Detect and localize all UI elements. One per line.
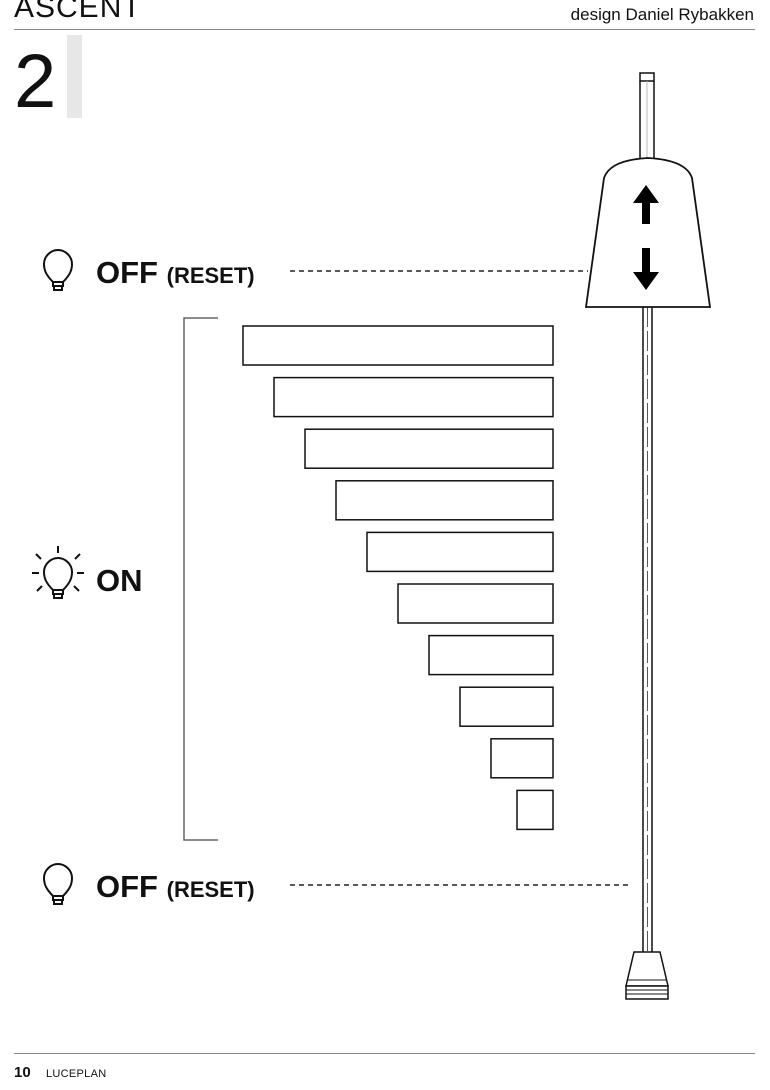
dimming-level-bar bbox=[428, 634, 554, 676]
dimming-level-bar bbox=[516, 789, 554, 831]
dimming-level-bar bbox=[242, 325, 554, 366]
lamp-pole bbox=[639, 72, 655, 952]
dimming-level-bar bbox=[304, 428, 554, 469]
lamp-base bbox=[625, 951, 669, 1000]
step-number: 2 bbox=[14, 39, 57, 124]
brand-name: LUCEPLAN bbox=[46, 1068, 107, 1080]
dimming-level-bar bbox=[397, 583, 554, 624]
dimming-level-bar bbox=[490, 738, 554, 779]
step-accent-bar bbox=[67, 35, 82, 118]
footer-divider bbox=[14, 1053, 755, 1054]
page-number: 10 bbox=[14, 1064, 31, 1081]
designer-credit: design Daniel Rybakken bbox=[570, 5, 754, 24]
on-range-bracket bbox=[183, 317, 218, 841]
product-title: ASCENT bbox=[14, 0, 142, 24]
light-bulb-off-icon bbox=[42, 862, 74, 905]
arrow-down-icon bbox=[633, 248, 659, 290]
dimming-level-bar bbox=[335, 480, 554, 521]
dimming-level-bars bbox=[242, 325, 554, 831]
arrow-up-icon bbox=[633, 185, 659, 224]
reset-label: (RESET) bbox=[166, 263, 255, 288]
dimming-level-bar bbox=[459, 686, 554, 727]
off-label: OFF bbox=[96, 869, 158, 904]
reset-label: (RESET) bbox=[166, 877, 255, 902]
off-reset-label-top: OFF (RESET) bbox=[96, 255, 255, 294]
dimming-level-bar bbox=[366, 531, 554, 573]
on-label: ON bbox=[96, 563, 143, 598]
header-divider bbox=[14, 29, 755, 30]
lamp-head bbox=[584, 157, 712, 308]
off-reset-label-bottom: OFF (RESET) bbox=[96, 869, 255, 908]
off-label: OFF bbox=[96, 255, 158, 290]
dimming-level-bar bbox=[273, 376, 554, 418]
light-bulb-off-icon bbox=[42, 248, 74, 291]
light-bulb-on-icon bbox=[32, 546, 84, 599]
